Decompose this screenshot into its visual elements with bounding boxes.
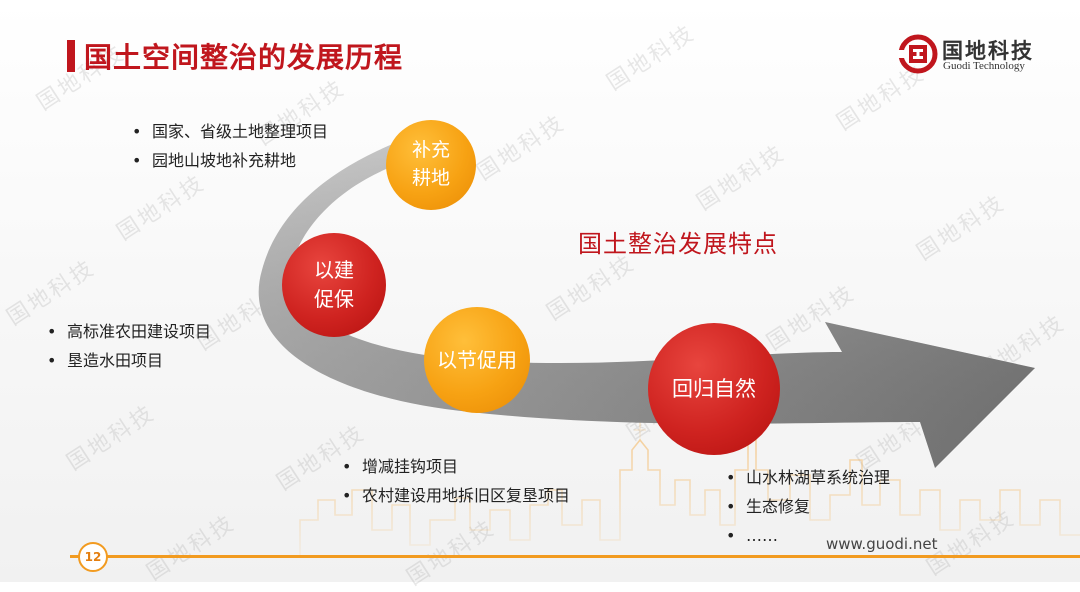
list-item: 农村建设用地拆旧区复垦项目 [340, 481, 570, 510]
list-item: 高标准农田建设项目 [45, 317, 211, 346]
website-url: www.guodi.net [826, 535, 938, 553]
stage-circle-supplement-farmland: 补充 耕地 [386, 120, 476, 210]
logo-icon [898, 34, 938, 74]
title-accent-bar [67, 40, 75, 72]
features-heading: 国土整治发展特点 [578, 230, 778, 258]
bullet-list-build-to-protect: 高标准农田建设项目 垦造水田项目 [45, 317, 211, 375]
logo-text-en: Guodi Technology [943, 60, 1025, 72]
bullet-list-supplement-farmland: 国家、省级土地整理项目 园地山坡地补充耕地 [130, 117, 328, 175]
list-item: 生态修复 [724, 492, 890, 521]
logo-text-cn: 国地科技 [942, 39, 1034, 63]
list-item: …… [724, 521, 890, 550]
page-title: 国土空间整治的发展历程 [84, 41, 404, 74]
company-logo: 国地科技 Guodi Technology [898, 32, 1058, 76]
list-item: 园地山坡地补充耕地 [130, 146, 328, 175]
bullet-list-save-to-use: 增减挂钩项目 农村建设用地拆旧区复垦项目 [340, 452, 570, 510]
list-item: 国家、省级土地整理项目 [130, 117, 328, 146]
stage-circle-return-to-nature: 回归自然 [648, 323, 780, 455]
list-item: 垦造水田项目 [45, 346, 211, 375]
stage-circle-save-to-use: 以节促用 [424, 307, 530, 413]
list-item: 增减挂钩项目 [340, 452, 570, 481]
footer-divider [70, 555, 1080, 558]
page-number-badge: 12 [78, 542, 108, 572]
list-item: 山水林湖草系统治理 [724, 463, 890, 492]
stage-circle-build-to-protect: 以建 促保 [282, 233, 386, 337]
bullet-list-return-to-nature: 山水林湖草系统治理 生态修复 …… [724, 463, 890, 550]
